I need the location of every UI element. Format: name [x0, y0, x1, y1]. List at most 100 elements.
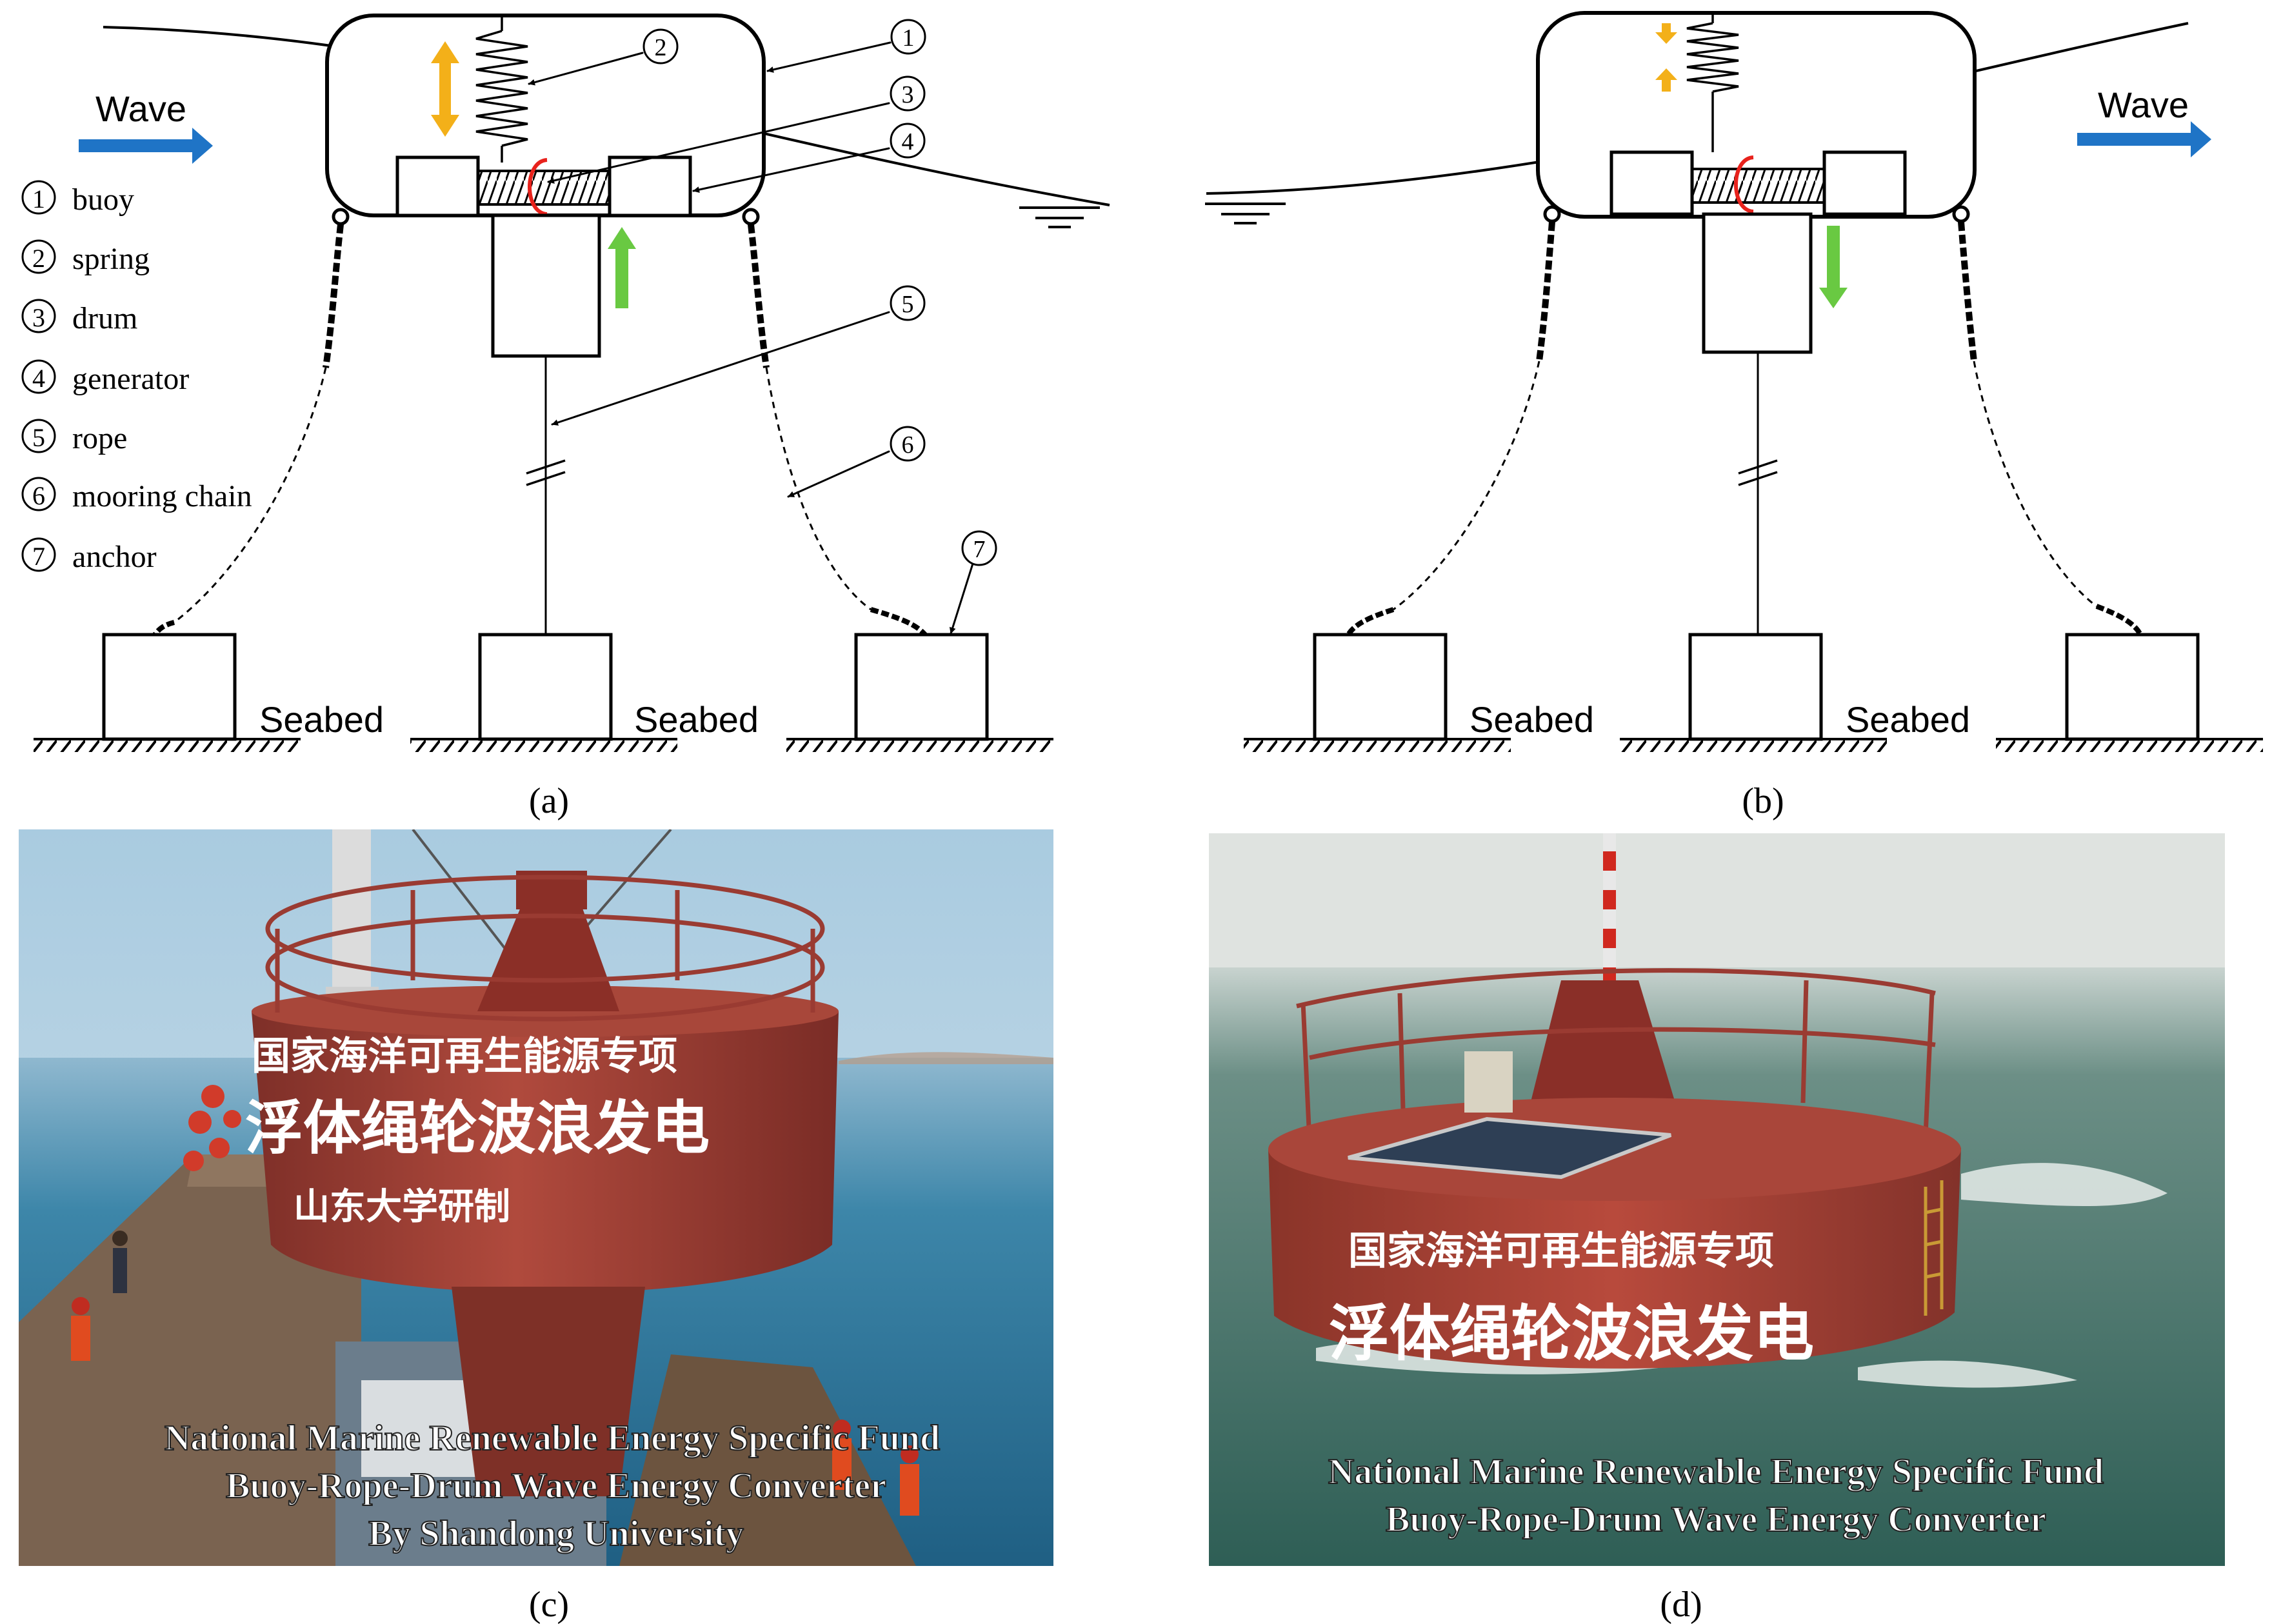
seabed-hatch-b3	[1996, 739, 2263, 752]
anchor-right-a	[854, 633, 989, 741]
svg-text:3: 3	[32, 303, 45, 332]
mooring-chain-right-a	[748, 224, 928, 637]
seabed-hatch-b1	[1244, 739, 1511, 752]
svg-text:7: 7	[973, 536, 986, 563]
lower-float-a	[491, 213, 601, 358]
mooring-chain-left-b	[1346, 221, 1555, 637]
seabed-label-b1: Seabed	[1470, 699, 1594, 740]
legend-item-generator: 4 generator	[21, 359, 189, 396]
svg-text:2: 2	[32, 244, 45, 273]
drum-rotation-mark-a	[528, 158, 548, 216]
callouts-a: 1 2 3 4 5 6 7	[528, 19, 997, 635]
svg-text:1: 1	[902, 25, 915, 52]
hull-text-c-1: 国家海洋可再生能源专项	[252, 1034, 677, 1079]
rope-a	[526, 356, 566, 635]
generator-right-a	[608, 155, 692, 217]
spring-motion-arrow-b-up	[1655, 68, 1677, 92]
callout-3: 3	[547, 75, 926, 184]
svg-text:anchor: anchor	[72, 540, 157, 574]
legend-item-buoy: 1 buoy	[21, 180, 134, 217]
svg-text:5: 5	[902, 291, 914, 318]
mooring-chain-right-b	[1958, 221, 2143, 636]
spring-b	[1686, 14, 1739, 152]
mooring-eye-right-a	[742, 208, 760, 226]
svg-text:drum: drum	[72, 301, 137, 335]
overlay-d-line-1: National Marine Renewable Energy Specifi…	[1328, 1452, 2104, 1492]
seabed-label-b2: Seabed	[1846, 699, 1970, 740]
overlay-c-line-1: National Marine Renewable Energy Specifi…	[164, 1418, 940, 1458]
float-motion-arrow-b	[1819, 226, 1848, 308]
svg-text:buoy: buoy	[72, 183, 134, 217]
svg-text:2: 2	[655, 34, 667, 61]
callout-7: 7	[949, 530, 997, 635]
seabed-hatch-a2	[410, 739, 677, 752]
overlay-c-line-3: By Shandong University	[368, 1514, 744, 1554]
spring-motion-arrow-a	[431, 41, 459, 137]
legend: 1 buoy 2 spring 3 drum 4 generator 5 rope 6 mo…	[21, 180, 252, 574]
wave-arrow-b	[2077, 121, 2211, 157]
caption-b: (b)	[1742, 781, 1784, 821]
svg-text:1: 1	[32, 184, 45, 213]
svg-text:mooring chain: mooring chain	[72, 479, 252, 513]
legend-item-rope: 5 rope	[21, 419, 127, 455]
float-motion-arrow-a	[608, 227, 636, 308]
svg-text:4: 4	[32, 364, 45, 393]
callout-1: 1	[766, 19, 926, 73]
overlay-d-line-2: Buoy-Rope-Drum Wave Energy Converter	[1386, 1500, 2046, 1540]
rope-b	[1738, 352, 1778, 635]
water-level-symbol-b	[1205, 203, 1286, 224]
caption-a: (a)	[529, 781, 569, 821]
caption-c: (c)	[529, 1585, 569, 1624]
svg-text:5: 5	[32, 423, 45, 452]
mooring-chain-left-a	[152, 224, 344, 637]
photo-overlay-c: National Marine Renewable Energy Specifi…	[164, 1418, 941, 1554]
wave-label-b: Wave	[2098, 84, 2189, 125]
legend-item-spring: 2 spring	[21, 239, 150, 276]
drum-b	[1691, 168, 1826, 204]
anchor-middle-b	[1688, 633, 1823, 741]
legend-item-drum: 3 drum	[21, 299, 137, 335]
svg-text:generator: generator	[72, 362, 189, 396]
drum-rotation-mark-b	[1734, 155, 1754, 213]
generator-left-a	[395, 155, 480, 217]
spring-a	[475, 17, 528, 163]
callout-4: 4	[692, 123, 926, 193]
hull-text-d-2: 浮体绳轮波浪发电	[1329, 1299, 1814, 1369]
svg-text:3: 3	[902, 81, 914, 108]
wave-arrow-a	[79, 128, 213, 164]
legend-item-mooring-chain: 6 mooring chain	[21, 477, 252, 513]
panel-c-photo: 国家海洋可再生能源专项 浮体绳轮波浪发电 山东大学研制 National Mar…	[19, 829, 1053, 1624]
callout-2: 2	[528, 28, 679, 86]
wave-label-a: Wave	[95, 88, 186, 129]
svg-text:6: 6	[32, 481, 45, 510]
mooring-eye-left-b	[1543, 205, 1561, 223]
seabed-hatch-a1	[34, 739, 301, 752]
mooring-eye-right-b	[1952, 205, 1970, 223]
panel-a-diagram: Wave	[21, 14, 1110, 821]
generator-left-b	[1609, 150, 1694, 216]
seabed-hatch-a3	[786, 739, 1053, 752]
svg-text:6: 6	[902, 431, 914, 459]
callout-5: 5	[551, 285, 926, 426]
caption-d: (d)	[1660, 1585, 1702, 1624]
generator-right-b	[1822, 150, 1907, 216]
seabed-label-a1: Seabed	[259, 699, 384, 740]
svg-text:4: 4	[902, 128, 914, 155]
solar-panel-d	[1348, 1116, 1672, 1180]
hull-text-c-2: 浮体绳轮波浪发电	[245, 1094, 710, 1162]
drum-a	[477, 170, 611, 206]
water-level-symbol-a	[1019, 206, 1100, 228]
seabed-label-a2: Seabed	[634, 699, 759, 740]
overlay-c-line-2: Buoy-Rope-Drum Wave Energy Converter	[226, 1466, 886, 1506]
anchor-middle-a	[478, 633, 613, 741]
panel-d-photo: 国家海洋可再生能源专项 浮体绳轮波浪发电 National Marine Ren…	[1209, 833, 2225, 1624]
svg-text:spring: spring	[72, 242, 150, 276]
svg-text:rope: rope	[72, 421, 127, 455]
hull-text-d-1: 国家海洋可再生能源专项	[1348, 1229, 1774, 1274]
seabed-hatch-b2	[1620, 739, 1887, 752]
panel-b-diagram: Wave	[1205, 11, 2263, 821]
spring-motion-arrow-b-down	[1655, 23, 1677, 44]
anchor-left-b	[1313, 633, 1448, 741]
